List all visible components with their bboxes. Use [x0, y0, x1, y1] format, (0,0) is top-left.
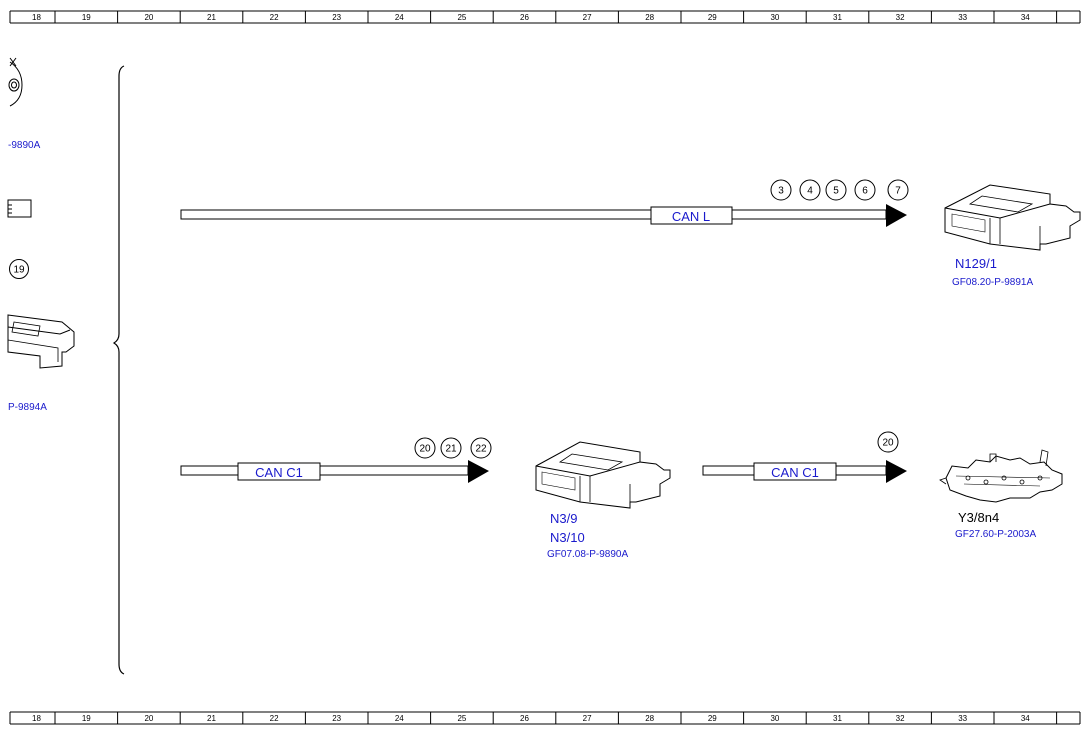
top-ruler: 18 19 20 21 22 23 24 25 26 27 28 29 30 31 32 33 34: [9, 10, 1081, 24]
left-partial-connector-icon: [8, 57, 23, 107]
can-l-circle: [770, 179, 792, 201]
top-ruler-tick-label: 29: [708, 13, 717, 22]
can-l-circle: [854, 179, 876, 201]
top-ruler-tick-label: 24: [395, 13, 404, 22]
can-l-circle-label: 7: [895, 186, 901, 197]
n3-ref: GF07.08-P-9890A: [547, 549, 628, 560]
top-ruler-tick-label: 32: [896, 13, 905, 22]
y3-8n4-label: Y3/8n4: [958, 510, 999, 525]
n3-10-label: N3/10: [550, 530, 585, 545]
bottom-ruler-tick-label: 21: [207, 714, 216, 723]
top-ruler-tick-label: 25: [457, 13, 466, 22]
top-ruler-tick-label: 31: [833, 13, 842, 22]
can-c1-right-label: CAN C1: [771, 465, 819, 480]
bottom-ruler-tick-label: 23: [332, 714, 341, 723]
can-c1-left-circle: [440, 437, 462, 459]
n129-1-label: N129/1: [955, 256, 997, 271]
can-l-circle-label: 6: [862, 186, 868, 197]
can-l-circle: [825, 179, 847, 201]
can-l-circle: [887, 179, 909, 201]
can-l-circle-label: 4: [807, 186, 813, 197]
top-ruler-tick-label: 23: [332, 13, 341, 22]
can-c1-right-circles: 20: [877, 431, 899, 453]
top-ruler-tick-label: 20: [144, 13, 153, 22]
can-l-circle: [799, 179, 821, 201]
can-c1-right-bus: CAN C1: [702, 460, 907, 483]
top-ruler-tick-label: 22: [270, 13, 279, 22]
can-c1-left-circle-label: 21: [445, 444, 457, 455]
bottom-ruler-tick-label: 25: [457, 714, 466, 723]
top-ruler-tick-label: 33: [958, 13, 967, 22]
y3-8n4-ref: GF27.60-P-2003A: [955, 529, 1036, 540]
bottom-ruler-tick-label: 29: [708, 714, 717, 723]
bottom-ruler-tick-label: 24: [395, 714, 404, 723]
bottom-ruler-tick-label: 20: [144, 714, 153, 723]
bottom-ruler-tick-label: 22: [270, 714, 279, 723]
top-ruler-tick-label: 30: [770, 13, 779, 22]
top-ruler-tick-label: 26: [520, 13, 529, 22]
left-circle-19: 19: [9, 259, 29, 279]
can-l-bus: CAN L: [180, 204, 907, 227]
bottom-ruler-tick-label: 34: [1021, 714, 1030, 723]
left-partial-box-icon: [7, 199, 32, 218]
can-l-label: CAN L: [672, 209, 710, 224]
bottom-ruler-tick-label: 26: [520, 714, 529, 723]
can-c1-right-circle: [877, 431, 899, 453]
top-ruler-tick-label: 21: [207, 13, 216, 22]
bottom-ruler-tick-label: 31: [833, 714, 842, 723]
bottom-ruler: 18 19 20 21 22 23 24 25 26 27 28 29 30 31 32 33 34: [9, 711, 1081, 725]
can-c1-left-circle-label: 20: [419, 444, 431, 455]
can-c1-left-circle: [414, 437, 436, 459]
module-y3-8n4-icon: [939, 449, 1063, 503]
top-ruler-tick-label: 34: [1021, 13, 1030, 22]
left-ref-top: -9890A: [8, 140, 41, 151]
module-n129-1-icon: [944, 184, 1081, 251]
top-ruler-tick-label: 18: [32, 13, 41, 22]
bottom-ruler-tick-label: 19: [82, 714, 91, 723]
bottom-ruler-tick-label: 18: [32, 714, 41, 723]
bottom-ruler-tick-label: 28: [645, 714, 654, 723]
top-ruler-tick-label: 27: [583, 13, 592, 22]
can-c1-left-label: CAN C1: [255, 465, 303, 480]
can-c1-right-circle-label: 20: [882, 438, 894, 449]
top-ruler-tick-label: 19: [82, 13, 91, 22]
can-l-circle-label: 3: [778, 186, 784, 197]
can-c1-left-circle: [470, 437, 492, 459]
n3-9-label: N3/9: [550, 511, 577, 526]
left-partial-module-icon: [7, 314, 75, 369]
bottom-ruler-tick-label: 32: [896, 714, 905, 723]
bottom-ruler-tick-label: 33: [958, 714, 967, 723]
left-ref-bottom: P-9894A: [8, 402, 47, 413]
bottom-ruler-tick-label: 30: [770, 714, 779, 723]
svg-text:19: 19: [13, 265, 25, 276]
can-c1-left-circles: 20 21 22: [414, 437, 492, 459]
can-l-circle-label: 5: [833, 186, 839, 197]
module-n3-9-icon: [535, 441, 671, 509]
group-brace: [112, 65, 125, 675]
can-c1-left-bus: CAN C1: [180, 460, 489, 483]
can-c1-left-circle-label: 22: [475, 444, 487, 455]
n129-1-ref: GF08.20-P-9891A: [952, 277, 1033, 288]
can-l-circles: 3 4 5 6 7: [770, 179, 909, 201]
top-ruler-tick-label: 28: [645, 13, 654, 22]
bottom-ruler-tick-label: 27: [583, 714, 592, 723]
